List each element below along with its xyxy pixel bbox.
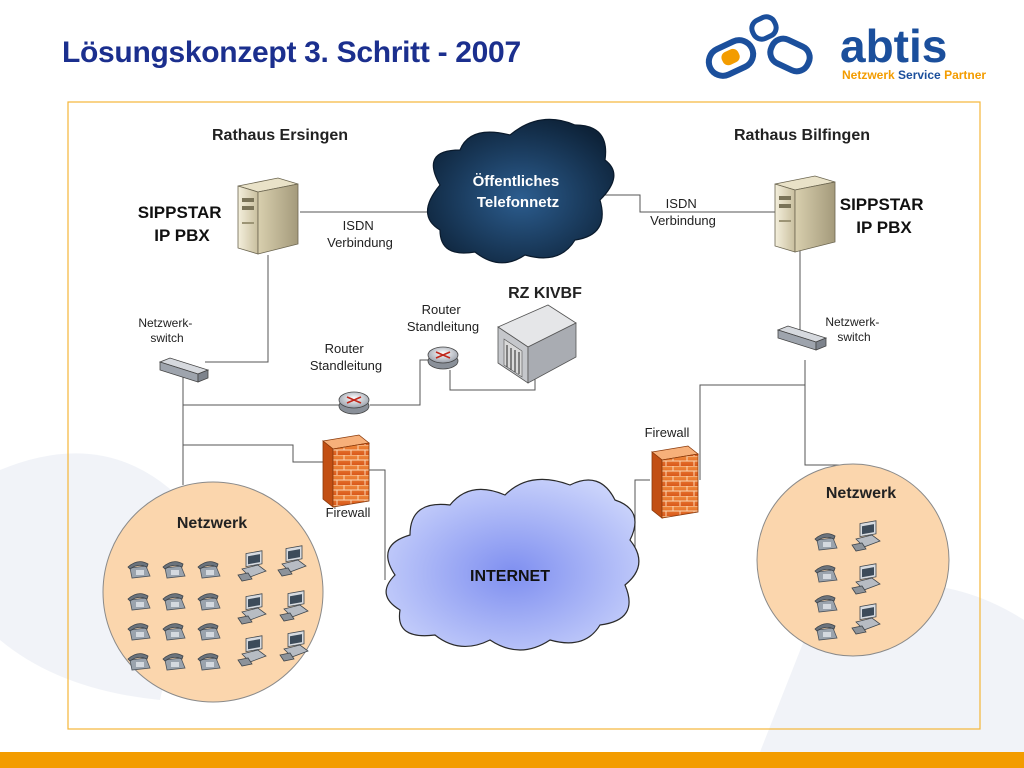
right-switch-icon: [776, 325, 828, 351]
pstn-label: Öffentliches Telefonnetz: [473, 173, 564, 211]
left-network-label: Netzwerk: [177, 515, 247, 532]
pstn-cloud-icon: [426, 118, 615, 264]
desk-phone-icon: [814, 565, 838, 583]
left-router-label: Router Standleitung: [310, 341, 382, 373]
right-switch-label: Netzwerk- switch: [825, 315, 882, 344]
datacenter-label: RZ KIVBF: [508, 285, 582, 302]
logo-mark-icon: [705, 14, 813, 79]
right-firewall-icon: [651, 445, 699, 519]
datacenter-building-icon: [497, 304, 577, 384]
page-title: Lösungskonzept 3. Schritt - 2007: [62, 36, 521, 69]
desk-phone-icon: [127, 593, 151, 611]
connection-lines: [182, 194, 850, 580]
right-site-title: Rathaus Bilfingen: [734, 127, 870, 144]
right-firewall-label: Firewall: [645, 425, 690, 440]
desk-phone-icon: [162, 593, 186, 611]
left-isdn-label: ISDN Verbindung: [327, 218, 393, 250]
desk-phone-icon: [127, 561, 151, 579]
desk-phone-icon: [197, 653, 221, 671]
internet-cloud-icon: [385, 478, 640, 651]
logo-brand: abtis: [840, 20, 947, 72]
left-router-icon: [338, 391, 370, 415]
right-pbx-label: SIPPSTAR IP PBX: [840, 195, 929, 237]
desk-phone-icon: [814, 623, 838, 641]
desk-phone-icon: [162, 561, 186, 579]
diagram-frame: [67, 101, 981, 730]
right-isdn-label: ISDN Verbindung: [650, 196, 716, 228]
desk-phone-icon: [127, 623, 151, 641]
footer-accent-bar: [0, 752, 1024, 768]
right-network-circle: [756, 463, 950, 657]
desk-phone-icon: [162, 653, 186, 671]
desk-phone-icon: [197, 561, 221, 579]
abtis-logo: abtis Netzwerk Service Partner: [705, 14, 986, 82]
left-network-circle: [102, 481, 324, 703]
desk-phone-icon: [197, 593, 221, 611]
center-router-icon: [427, 346, 459, 370]
left-firewall-icon: [322, 434, 370, 508]
desk-phone-icon: [127, 653, 151, 671]
left-site-title: Rathaus Ersingen: [212, 127, 348, 144]
center-router-label: Router Standleitung: [407, 302, 479, 334]
right-network-label: Netzwerk: [826, 485, 896, 502]
logo-tagline: Netzwerk Service Partner: [842, 68, 986, 82]
desk-phone-icon: [197, 623, 221, 641]
desk-phone-icon: [814, 595, 838, 613]
right-pbx-server-icon: [774, 175, 836, 253]
left-switch-label: Netzwerk- switch: [138, 316, 195, 345]
internet-label: INTERNET: [470, 568, 550, 585]
left-pbx-server-icon: [237, 177, 299, 255]
desk-phone-icon: [814, 533, 838, 551]
left-firewall-label: Firewall: [326, 505, 371, 520]
desk-phone-icon: [162, 623, 186, 641]
left-pbx-label: SIPPSTAR IP PBX: [138, 203, 227, 245]
left-switch-icon: [158, 357, 210, 383]
